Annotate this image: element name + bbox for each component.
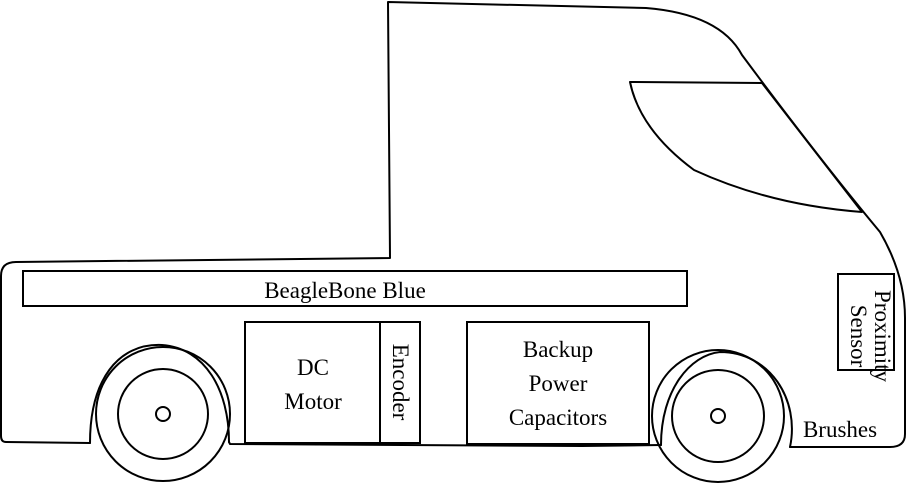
encoder: Encoder — [379, 321, 421, 444]
backup-caps-label-line3: Capacitors — [509, 405, 607, 430]
front-wheel-tire — [95, 346, 231, 482]
brushes-label: Brushes — [803, 417, 877, 442]
proximity-sensor: Proximity Sensor — [837, 273, 895, 383]
beaglebone-box — [22, 270, 688, 307]
rear-wheel-tire — [651, 349, 785, 483]
proximity-sensor-label-line1: Proximity — [870, 290, 895, 383]
front-wheel — [95, 346, 231, 482]
rear-wheel-hub — [710, 408, 726, 424]
dc-motor: DC Motor — [244, 321, 381, 444]
backup-caps-label-line1: Backup — [523, 337, 593, 362]
proximity-sensor-label-line2: Sensor — [846, 305, 871, 368]
beaglebone-label: BeagleBone Blue — [264, 278, 426, 303]
vehicle-body-outline — [0, 1, 906, 448]
front-wheel-rim — [117, 368, 209, 460]
dc-motor-label-line1: DC — [297, 355, 329, 380]
encoder-box — [379, 321, 421, 444]
rear-wheel — [651, 349, 785, 483]
dc-motor-box — [244, 321, 381, 444]
dc-motor-label-line2: Motor — [284, 389, 342, 414]
beaglebone-blue-board: BeagleBone Blue — [22, 270, 688, 307]
backup-caps-box — [466, 321, 650, 445]
front-wheel-arch — [89, 343, 230, 444]
windshield — [629, 81, 863, 213]
backup-caps-label-line2: Power — [529, 371, 588, 396]
proximity-sensor-box — [837, 273, 895, 371]
encoder-label: Encoder — [388, 344, 413, 421]
backup-power-capacitors: Backup Power Capacitors — [466, 321, 650, 445]
rear-wheel-rim — [671, 369, 765, 463]
rear-wheel-arch — [660, 351, 793, 448]
front-wheel-hub — [155, 406, 171, 422]
